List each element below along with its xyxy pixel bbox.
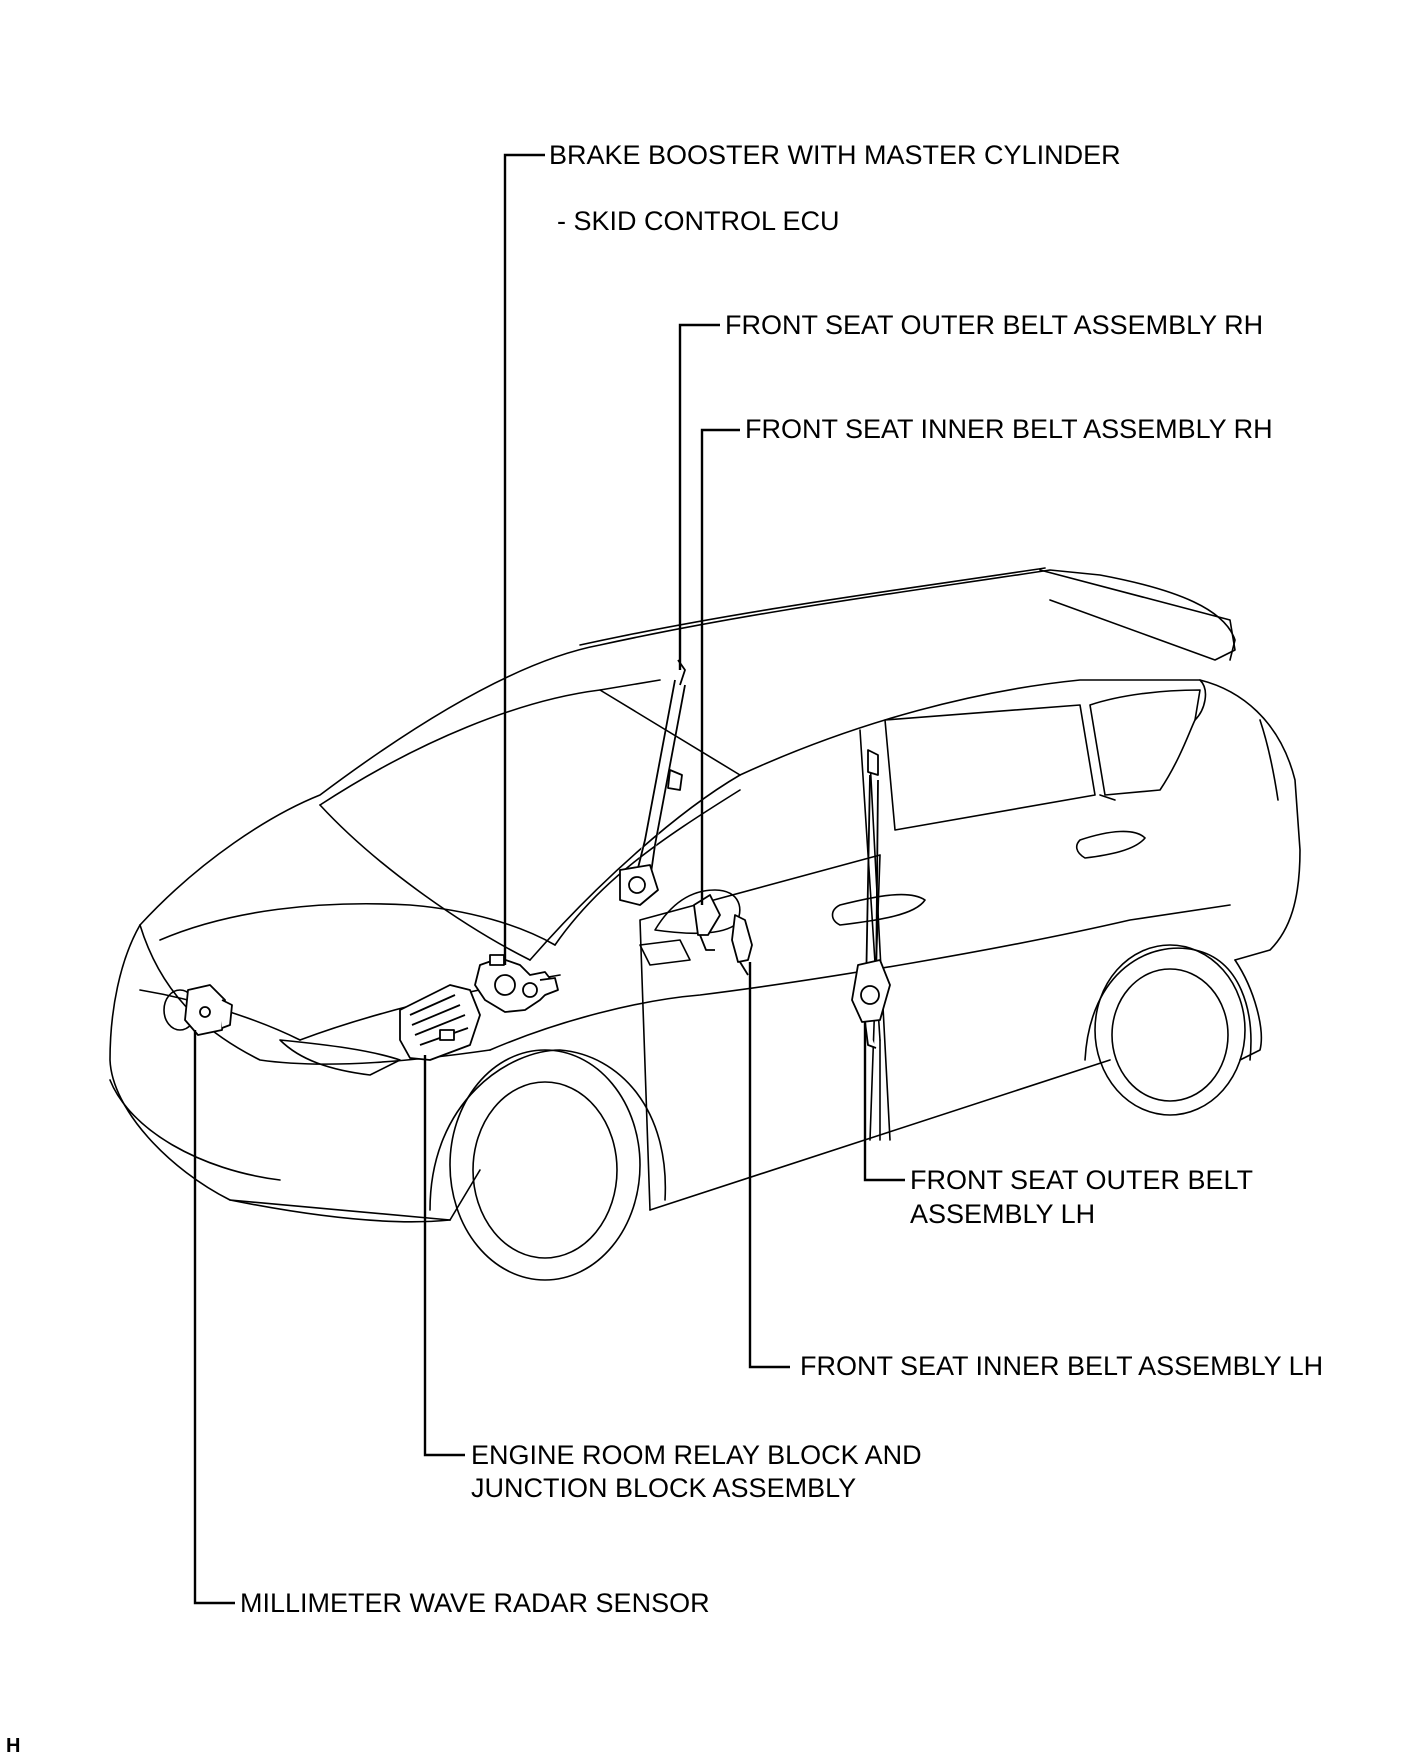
radar-sensor-part — [184, 984, 233, 1036]
leader-lines — [193, 153, 905, 1605]
leader-outer-belt-lh — [863, 1022, 905, 1182]
outer-belt-lh-part — [851, 749, 891, 1049]
inner-belt-rh-part — [693, 894, 721, 951]
relay-block-part — [399, 984, 481, 1061]
label-inner-belt-lh: FRONT SEAT INNER BELT ASSEMBLY LH — [800, 1351, 1324, 1381]
label-radar-sensor: MILLIMETER WAVE RADAR SENSOR — [240, 1588, 710, 1618]
label-relay-block-line2: JUNCTION BLOCK ASSEMBLY — [471, 1473, 857, 1503]
leader-outer-belt-rh — [678, 323, 720, 670]
leader-brake-booster — [503, 153, 545, 965]
outer-belt-rh-part — [619, 659, 686, 906]
brake-booster-part — [474, 954, 559, 1013]
leader-radar-sensor — [193, 1030, 235, 1605]
label-outer-belt-rh: FRONT SEAT OUTER BELT ASSEMBLY RH — [725, 310, 1264, 340]
inner-belt-lh-part — [731, 914, 753, 976]
leader-inner-belt-lh — [748, 962, 790, 1369]
label-relay-block-line1: ENGINE ROOM RELAY BLOCK AND — [471, 1440, 922, 1470]
vehicle-outline — [109, 567, 1301, 1281]
corner-mark: H — [6, 1735, 21, 1757]
label-outer-belt-lh-line1: FRONT SEAT OUTER BELT — [910, 1165, 1254, 1195]
label-outer-belt-lh-line2: ASSEMBLY LH — [910, 1199, 1096, 1229]
leader-inner-belt-rh — [700, 428, 740, 905]
label-skid-control-ecu: - SKID CONTROL ECU — [557, 206, 840, 236]
leader-relay-block — [423, 1055, 465, 1457]
label-inner-belt-rh: FRONT SEAT INNER BELT ASSEMBLY RH — [745, 414, 1273, 444]
label-brake-booster: BRAKE BOOSTER WITH MASTER CYLINDER — [549, 140, 1121, 170]
